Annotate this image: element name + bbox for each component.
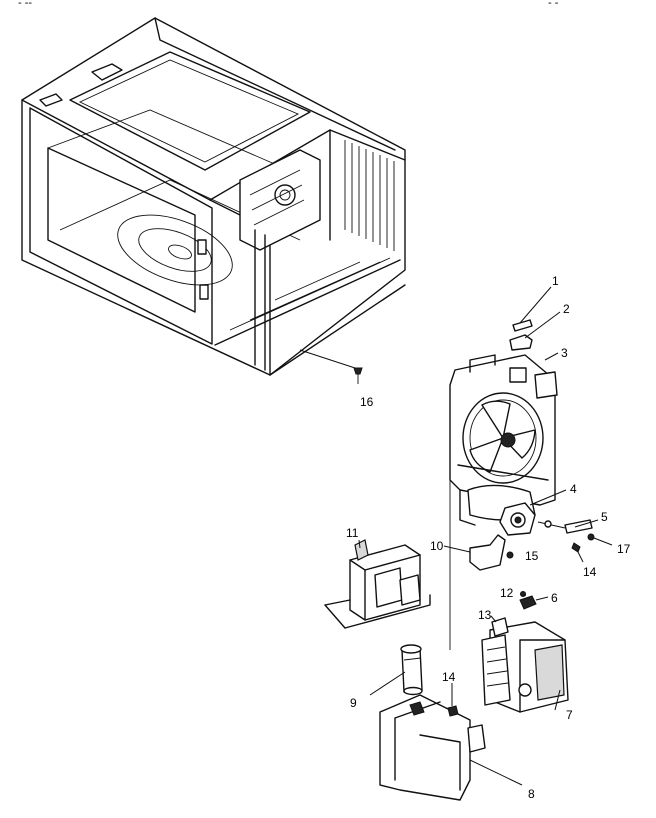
clip-1 [512,319,533,332]
vent-slots [344,140,395,251]
screw-14-lower [447,705,459,717]
label-10: 10 [430,539,444,553]
part-labels: 1 2 3 4 5 6 7 8 9 10 11 12 13 14 14 15 1… [346,274,631,801]
magnetron [481,621,569,713]
capacitor [400,644,423,696]
label-13: 13 [478,608,492,622]
bracket-10 [469,534,514,571]
label-2: 2 [563,302,570,316]
fan-motor [467,484,536,536]
label-12: 12 [500,586,514,600]
clip-2 [509,334,533,351]
label-16: 16 [360,395,374,409]
corner-mark-right: - - [548,0,559,9]
bracket-13 [491,617,509,637]
label-6: 6 [551,591,558,605]
label-7: 7 [566,708,573,722]
air-duct [379,694,486,801]
label-14-lower: 14 [442,670,456,684]
cabinet-assembly [21,17,406,376]
label-1: 1 [552,274,559,288]
label-5: 5 [601,510,608,524]
label-14-upper: 14 [583,565,597,579]
label-9: 9 [350,696,357,710]
screw-14-upper [571,542,584,563]
label-8: 8 [528,787,535,801]
fan-assembly [449,354,558,650]
leader-lines [358,286,599,786]
label-11: 11 [346,526,359,540]
screw-17 [587,533,613,546]
label-4: 4 [570,482,577,496]
label-3: 3 [561,346,568,360]
motor-mount-5 [537,519,593,534]
label-15: 15 [525,549,539,563]
label-17: 17 [617,542,631,556]
thermostat-6 [519,595,549,610]
corner-mark-left: - -- [18,0,32,9]
transformer [324,539,431,629]
screw-16 [299,349,363,384]
